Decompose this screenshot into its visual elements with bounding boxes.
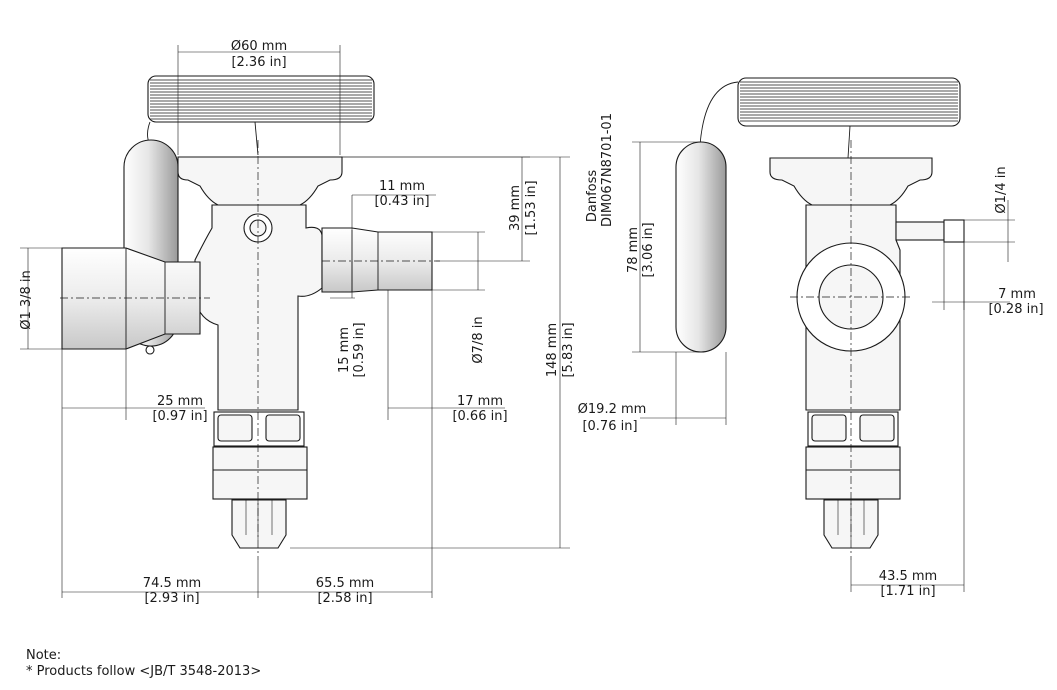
dim-78-mm: 78 mm (626, 227, 641, 273)
note-line: * Products follow <JB/T 3548-2013> (26, 664, 262, 679)
dim-17-mm: 17 mm (457, 394, 503, 409)
dim-39-in: [1.53 in] (524, 180, 539, 235)
dim-7-mm: 7 mm (998, 287, 1036, 302)
dim-bulb-dia-in: [0.76 in] (582, 419, 637, 434)
bonnet (212, 446, 308, 500)
dim-435-in: [1.71 in] (880, 584, 935, 599)
dim-inlet-large: Ø1 3/8 in (19, 270, 34, 330)
dimension-lines (20, 45, 1015, 598)
side-capillary-coil (737, 77, 961, 127)
adjusting-nut (231, 499, 287, 549)
dim-745-in: [2.93 in] (144, 591, 199, 606)
dim-7-in: [0.28 in] (988, 302, 1043, 317)
dim-655-in: [2.58 in] (317, 591, 372, 606)
inlet-pipe-large (61, 247, 201, 350)
dim-78-in: [3.06 in] (641, 222, 656, 277)
dim-655-mm: 65.5 mm (316, 576, 374, 591)
dim-17-in: [0.66 in] (452, 409, 507, 424)
dim-inlet-small: Ø7/8 in (471, 316, 486, 363)
dimension-labels: Ø60 mm [2.36 in] 11 mm [0.43 in] 39 mm [… (19, 39, 1044, 606)
title-code: DIM067N8701-01 (600, 113, 615, 227)
dim-equalizer: Ø1/4 in (994, 166, 1009, 213)
side-power-head (769, 157, 933, 206)
side-sensing-bulb (675, 141, 727, 353)
dim-745-mm: 74.5 mm (143, 576, 201, 591)
dim-25-in: [0.97 in] (152, 409, 207, 424)
title-brand: Danfoss (585, 170, 600, 223)
note-heading: Note: (26, 648, 62, 663)
dim-25-mm: 25 mm (157, 394, 203, 409)
dim-15-mm: 15 mm (337, 327, 352, 373)
power-head (177, 156, 343, 206)
dim-top-diameter-in: [2.36 in] (231, 55, 286, 70)
dim-outlet-11-mm: 11 mm (379, 179, 425, 194)
dim-39-mm: 39 mm (508, 185, 523, 231)
dim-top-diameter-mm: Ø60 mm (231, 39, 287, 54)
dim-148-mm: 148 mm (545, 323, 560, 377)
side-bonnet (805, 446, 901, 500)
side-view (675, 77, 965, 560)
equalizer-fitting (895, 221, 945, 241)
dim-15-in: [0.59 in] (352, 322, 367, 377)
dim-435-mm: 43.5 mm (879, 569, 937, 584)
dim-outlet-11-in: [0.43 in] (374, 194, 429, 209)
valve-body (194, 204, 323, 411)
outlet-pipe-small (321, 227, 433, 293)
capillary-coil (147, 75, 375, 156)
dim-148-in: [5.83 in] (561, 322, 576, 377)
dim-bulb-dia-mm: Ø19.2 mm (578, 402, 647, 417)
front-view (60, 75, 440, 560)
